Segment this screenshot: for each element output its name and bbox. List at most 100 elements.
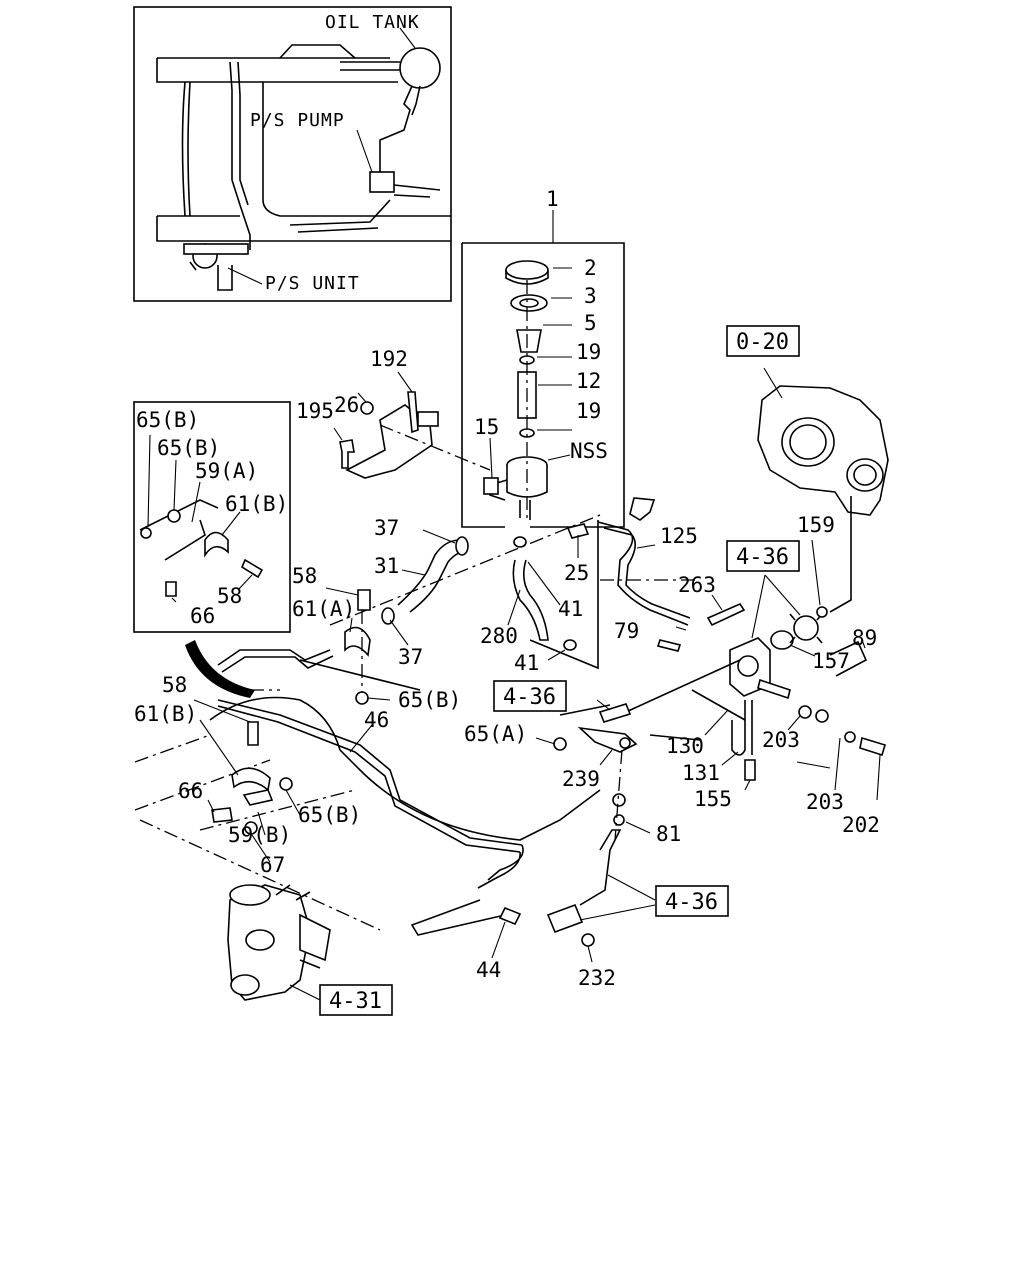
gear-159 (793, 615, 819, 641)
nut-232 (581, 933, 595, 947)
callout: 125 (660, 524, 698, 548)
hose-fitting (546, 903, 584, 934)
callout: 263 (678, 573, 716, 597)
ref-0-20: 0-20 (736, 330, 789, 355)
pipe-125 (603, 527, 691, 619)
leader (147, 434, 253, 603)
washer-203 (844, 731, 856, 743)
callout: 58 (292, 564, 317, 588)
pump-shape (369, 171, 395, 193)
reference-boxes: 0-20 4-36 4-36 4-36 4-31 (319, 325, 800, 1016)
pipe-fitting (629, 497, 656, 521)
hose-130 (731, 700, 753, 756)
callout: 65(A) (464, 722, 527, 746)
callout: 159 (797, 513, 835, 537)
filter-shape (516, 329, 542, 353)
callout: 61(B) (134, 702, 197, 726)
leader (763, 367, 783, 399)
bracket-192-group (333, 371, 491, 479)
callout: 66 (178, 779, 203, 803)
clamp-41 (563, 639, 577, 651)
frame-outline (209, 696, 601, 841)
oil-tank-label: OIL TANK (325, 12, 420, 33)
reservoir-assembly (461, 210, 625, 528)
callout: 81 (656, 822, 681, 846)
callout: 25 (564, 561, 589, 585)
bolt-195 (339, 439, 355, 469)
chassis-rail (156, 57, 451, 242)
clamp-61b (231, 767, 271, 792)
chassis-outline (134, 514, 700, 931)
callout: 65(B) (398, 688, 461, 712)
callout: 46 (364, 708, 389, 732)
callout: 65(B) (298, 803, 361, 827)
cap-shape (505, 260, 549, 280)
detail-callouts: 65(B) 65(B) 59(A) 61(B) 58 66 (136, 408, 288, 628)
gasket-shape (519, 298, 539, 308)
callout: 44 (476, 958, 501, 982)
pipe-line (691, 689, 746, 721)
nut-65a (553, 737, 567, 751)
ref-box-4-36 (493, 680, 567, 712)
callout: NSS (570, 439, 608, 463)
leader (751, 539, 881, 801)
detail-frame (133, 401, 291, 633)
callout: 61(B) (225, 492, 288, 516)
clamp-37 (455, 536, 469, 556)
callout: 65(B) (157, 436, 220, 460)
nut-65b (279, 777, 293, 791)
ps-unit-shape (189, 261, 233, 291)
clamp-61a (344, 626, 371, 657)
pipe-125-group (597, 497, 746, 652)
leader (489, 267, 572, 479)
bolt-66 (211, 807, 233, 823)
callout: 3 (584, 284, 597, 308)
clip-59a (139, 499, 219, 561)
callout: 130 (666, 734, 704, 758)
callout: 155 (694, 787, 732, 811)
fitting (598, 703, 632, 723)
ref-box-4-31 (319, 984, 393, 1016)
bracket-239 (577, 726, 638, 753)
centerline (379, 424, 491, 471)
leader (356, 129, 373, 173)
lower-clamp-group (193, 587, 391, 863)
pipe (289, 199, 391, 233)
callout: 65(B) (136, 408, 199, 432)
pipe-46 (477, 844, 524, 889)
clamp-37 (381, 607, 395, 625)
washer-203 (815, 709, 829, 723)
leader (333, 371, 413, 441)
leader (829, 496, 852, 613)
callout: 157 (812, 649, 850, 673)
bracket-tab (417, 411, 439, 427)
leader (399, 27, 416, 49)
callout: 202 (842, 813, 880, 837)
steering-gear (227, 884, 331, 1001)
callout: 37 (374, 516, 399, 540)
nut-81 (612, 793, 626, 807)
gasket-shape (510, 294, 548, 312)
pump-line (393, 184, 441, 198)
oil-tank-shape (399, 47, 441, 89)
callout: 280 (480, 624, 518, 648)
callout: 59(B) (228, 823, 291, 847)
nut-26 (360, 401, 374, 415)
callout: 58 (217, 584, 242, 608)
clamp-41 (513, 536, 527, 548)
callout: 192 (370, 347, 408, 371)
ref-4-31: 4-31 (329, 989, 382, 1014)
tank-line (340, 61, 400, 71)
cover-bore (846, 458, 884, 492)
leader (349, 724, 506, 959)
cover-bore (853, 464, 877, 486)
detail-box (133, 401, 291, 633)
ps-unit-shape (183, 243, 249, 255)
leader (535, 699, 656, 963)
pipe (229, 61, 251, 250)
gear-port (245, 929, 275, 951)
callout: 2 (584, 256, 597, 280)
gear-port (230, 974, 260, 996)
ref-box-4-36 (655, 885, 729, 917)
bolt-202 (859, 736, 886, 757)
